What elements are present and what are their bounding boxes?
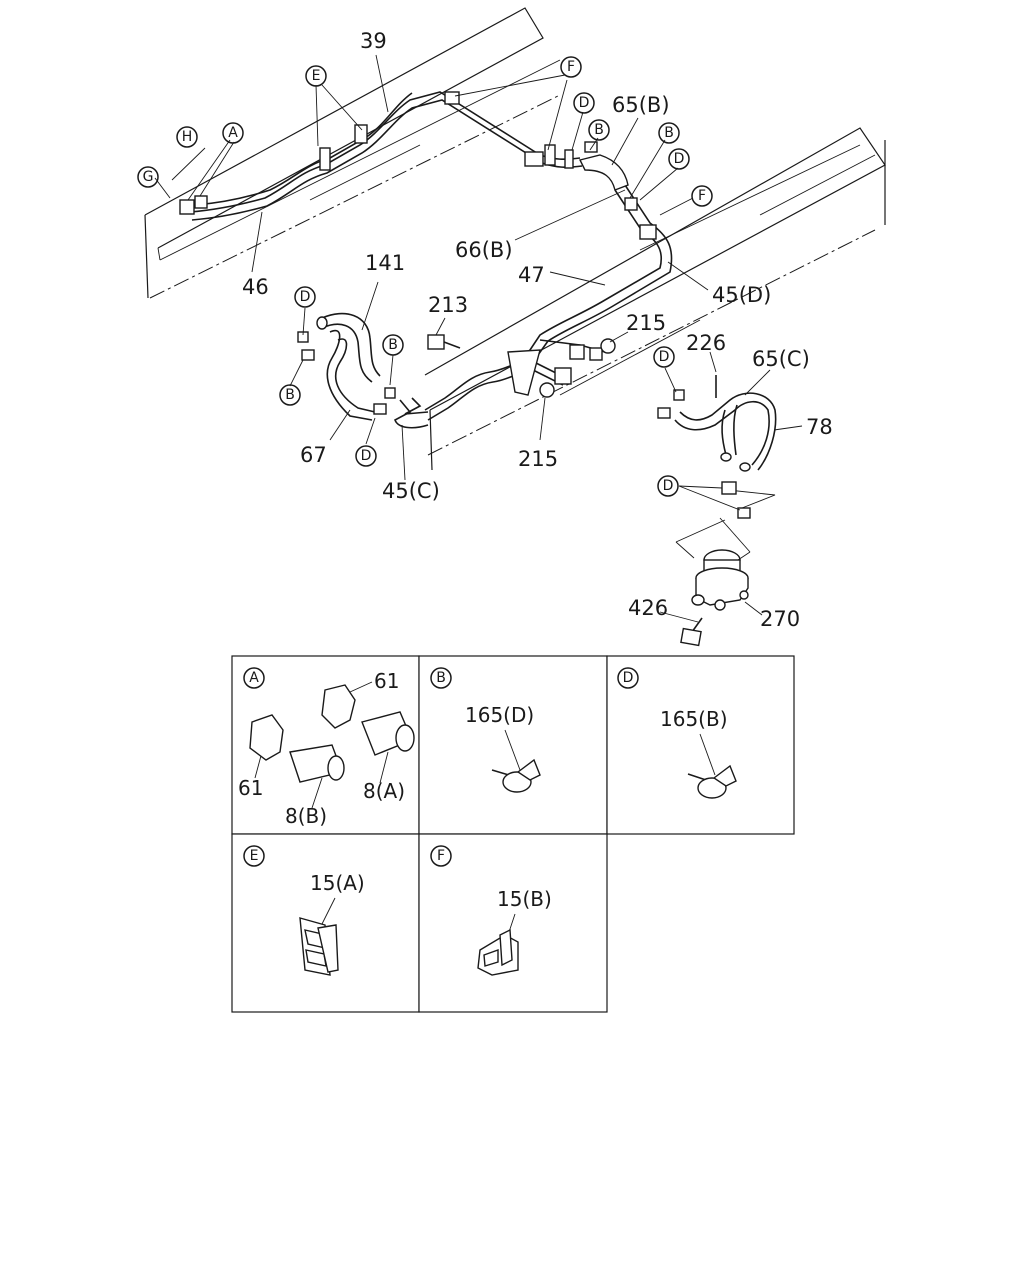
svg-text:61: 61 bbox=[374, 669, 399, 693]
bolt-426 bbox=[680, 617, 703, 647]
detail-e-letter: E bbox=[250, 848, 259, 864]
hose-67 bbox=[326, 329, 376, 421]
label-65b: 65(B) bbox=[612, 93, 670, 117]
fittings bbox=[179, 91, 751, 519]
label-226: 226 bbox=[686, 331, 726, 355]
ref-circle-d-left: D bbox=[294, 286, 316, 308]
svg-text:F: F bbox=[567, 59, 575, 75]
ref-circles: E F D B B D F H A G D B B D D D bbox=[137, 56, 713, 497]
detail-grid bbox=[231, 655, 795, 1013]
svg-text:8(B): 8(B) bbox=[285, 804, 327, 828]
ref-circle-g: G bbox=[137, 166, 159, 188]
ref-circle-b-mid: B bbox=[382, 334, 404, 356]
ref-circle-d-mid: D bbox=[355, 445, 377, 467]
chassis-frame-rail-left bbox=[144, 7, 561, 299]
ref-circle-e: E bbox=[305, 65, 327, 87]
fuel-filter-270 bbox=[691, 549, 749, 611]
ref-circle-f-right: F bbox=[691, 185, 713, 207]
ref-circle-d-bottom: D bbox=[657, 475, 679, 497]
callout-labels: 39 46 65(B) 66(B) 47 45(D) 141 213 215 2… bbox=[242, 29, 833, 631]
svg-text:15(A): 15(A) bbox=[310, 871, 365, 895]
svg-text:H: H bbox=[182, 129, 193, 145]
label-46: 46 bbox=[242, 275, 269, 299]
ref-circle-b-left: B bbox=[279, 384, 301, 406]
ref-circle-b-right: B bbox=[658, 122, 680, 144]
svg-text:B: B bbox=[388, 337, 398, 353]
label-45c: 45(C) bbox=[382, 479, 440, 503]
label-47: 47 bbox=[518, 263, 545, 287]
label-65c: 65(C) bbox=[752, 347, 810, 371]
svg-text:F: F bbox=[698, 188, 706, 204]
svg-text:B: B bbox=[594, 122, 604, 138]
svg-text:165(B): 165(B) bbox=[660, 707, 728, 731]
label-215-lower: 215 bbox=[518, 447, 558, 471]
detail-d-letter: D bbox=[623, 670, 634, 686]
svg-text:8(A): 8(A) bbox=[363, 779, 405, 803]
label-67: 67 bbox=[300, 443, 327, 467]
svg-text:B: B bbox=[664, 125, 674, 141]
ref-circle-b-top: B bbox=[588, 119, 610, 141]
ref-circle-h: H bbox=[176, 126, 198, 148]
detail-box-e: E 15(A) bbox=[243, 845, 365, 976]
detail-box-a: A 61 61 8(A) 8(B) bbox=[238, 667, 415, 828]
ref-circle-a: A bbox=[222, 122, 244, 144]
svg-text:E: E bbox=[312, 68, 321, 84]
detail-a-letter: A bbox=[249, 670, 259, 686]
label-213: 213 bbox=[428, 293, 468, 317]
svg-text:D: D bbox=[674, 151, 685, 167]
fuel-pipe-46 bbox=[189, 91, 583, 221]
svg-text:D: D bbox=[663, 478, 674, 494]
hose-65c-78 bbox=[674, 392, 777, 472]
label-78: 78 bbox=[806, 415, 833, 439]
label-45d: 45(D) bbox=[712, 283, 771, 307]
svg-text:A: A bbox=[228, 125, 238, 141]
detail-box-d: D 165(B) bbox=[617, 667, 737, 799]
svg-text:D: D bbox=[300, 289, 311, 305]
ref-circle-d-right-mid: D bbox=[653, 346, 675, 368]
ref-circle-f-top: F bbox=[560, 56, 582, 78]
ref-circle-d-top: D bbox=[573, 92, 595, 114]
chassis-frame-rail-right bbox=[424, 127, 886, 471]
svg-text:D: D bbox=[659, 349, 670, 365]
detail-f-letter: F bbox=[437, 848, 445, 864]
label-426: 426 bbox=[628, 596, 668, 620]
svg-text:D: D bbox=[579, 95, 590, 111]
svg-text:G: G bbox=[143, 169, 154, 185]
svg-text:61: 61 bbox=[238, 776, 263, 800]
label-39: 39 bbox=[360, 29, 387, 53]
detail-box-f: F 15(B) bbox=[430, 845, 552, 976]
svg-text:15(B): 15(B) bbox=[497, 887, 552, 911]
svg-text:B: B bbox=[285, 387, 295, 403]
callout-leaders bbox=[154, 54, 803, 623]
ref-circle-d-right: D bbox=[668, 148, 690, 170]
filter-leader-lines bbox=[675, 489, 776, 561]
label-270: 270 bbox=[760, 607, 800, 631]
fuel-pipe-lower bbox=[424, 349, 564, 421]
detail-box-b: B 165(D) bbox=[430, 667, 541, 793]
label-215-upper: 215 bbox=[626, 311, 666, 335]
hose-45c bbox=[394, 397, 429, 429]
svg-text:D: D bbox=[361, 448, 372, 464]
label-66b: 66(B) bbox=[455, 238, 513, 262]
svg-text:165(D): 165(D) bbox=[465, 703, 534, 727]
label-141: 141 bbox=[365, 251, 405, 275]
hose-141 bbox=[316, 312, 381, 383]
detail-b-letter: B bbox=[436, 670, 446, 686]
